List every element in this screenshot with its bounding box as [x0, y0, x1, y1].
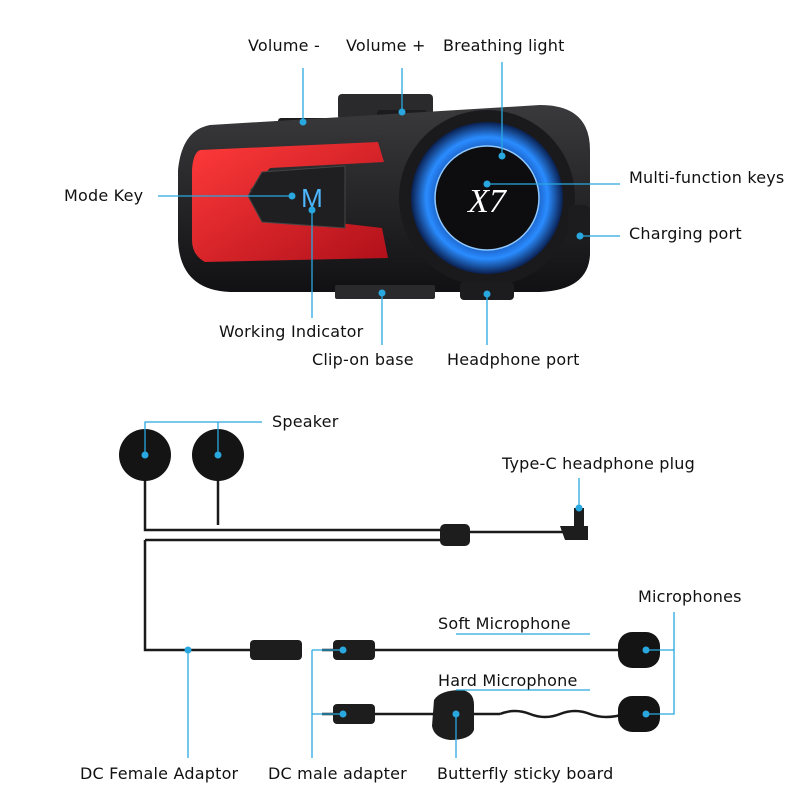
charging-port-cover	[568, 205, 590, 245]
soft-microphone	[618, 632, 660, 668]
label-dc-male-adapter: DC male adapter	[268, 764, 407, 783]
kit-pointer-lines	[141, 421, 675, 758]
label-volume-minus: Volume -	[248, 36, 320, 55]
intercom-unit: M X7	[178, 94, 590, 300]
dc-male-adapter-hard	[333, 704, 375, 724]
mode-key-glyph: M	[301, 183, 323, 213]
type-c-plug	[560, 526, 588, 540]
label-charging-port: Charging port	[629, 224, 742, 243]
label-clip-on-base: Clip-on base	[312, 350, 414, 369]
label-type-c-plug: Type-C headphone plug	[502, 454, 695, 473]
label-hard-microphone: Hard Microphone	[438, 671, 578, 690]
dial-center	[434, 145, 540, 251]
label-headphone-port: Headphone port	[447, 350, 580, 369]
label-mode-key: Mode Key	[64, 186, 144, 205]
dc-female-adaptor	[250, 640, 302, 660]
label-speaker: Speaker	[272, 412, 339, 431]
cable-splitter	[440, 524, 470, 546]
logo-text: X7	[466, 183, 508, 220]
label-soft-microphone: Soft Microphone	[438, 614, 571, 633]
unit-pointer-lines	[158, 62, 620, 345]
label-microphones: Microphones	[638, 587, 742, 606]
label-dc-female-adaptor: DC Female Adaptor	[80, 764, 239, 783]
label-butterfly-sticky-board: Butterfly sticky board	[437, 764, 614, 783]
headset-kit	[119, 429, 660, 740]
label-working-indicator: Working Indicator	[219, 322, 364, 341]
red-side-panel	[192, 142, 388, 262]
type-c-plug-head	[574, 508, 584, 528]
mode-key	[247, 165, 346, 229]
dc-male-adapter-soft	[333, 640, 375, 660]
hard-microphone	[618, 696, 660, 732]
label-breathing-light: Breathing light	[443, 36, 565, 55]
label-volume-plus: Volume +	[346, 36, 426, 55]
label-multi-function-keys: Multi-function keys	[629, 168, 785, 187]
